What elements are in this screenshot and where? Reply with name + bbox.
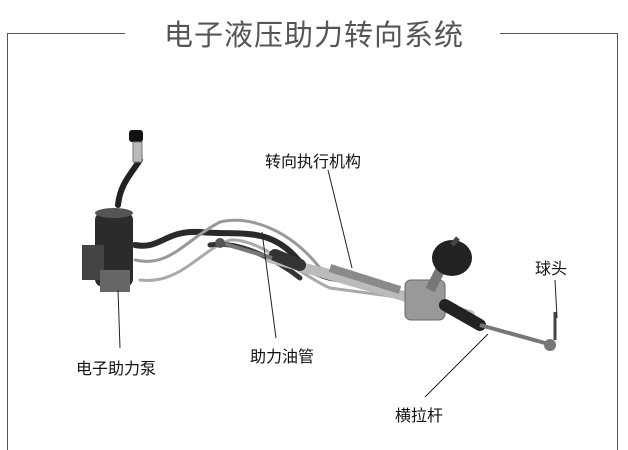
steering-rack (215, 238, 557, 351)
electric-pump (82, 208, 133, 292)
leader-lines (117, 169, 558, 398)
input-shaft (425, 236, 472, 293)
title-text: 电子液压助力转向系统 (157, 18, 470, 52)
label-electric-pump: 电子助力泵 (76, 359, 157, 378)
diagram-title: 电子液压助力转向系统 (0, 12, 628, 54)
label-tie-rod: 横拉杆 (395, 406, 444, 425)
frame-left-top (7, 33, 125, 34)
label-ball-joint: 球头 (535, 259, 568, 278)
frame-right-vertical (617, 33, 618, 450)
label-steering-actuator: 转向执行机构 (265, 152, 362, 171)
frame-left-vertical (7, 33, 8, 450)
frame-right-top (500, 33, 617, 34)
label-oil-pipe: 助力油管 (250, 347, 315, 366)
reservoir (129, 130, 143, 163)
